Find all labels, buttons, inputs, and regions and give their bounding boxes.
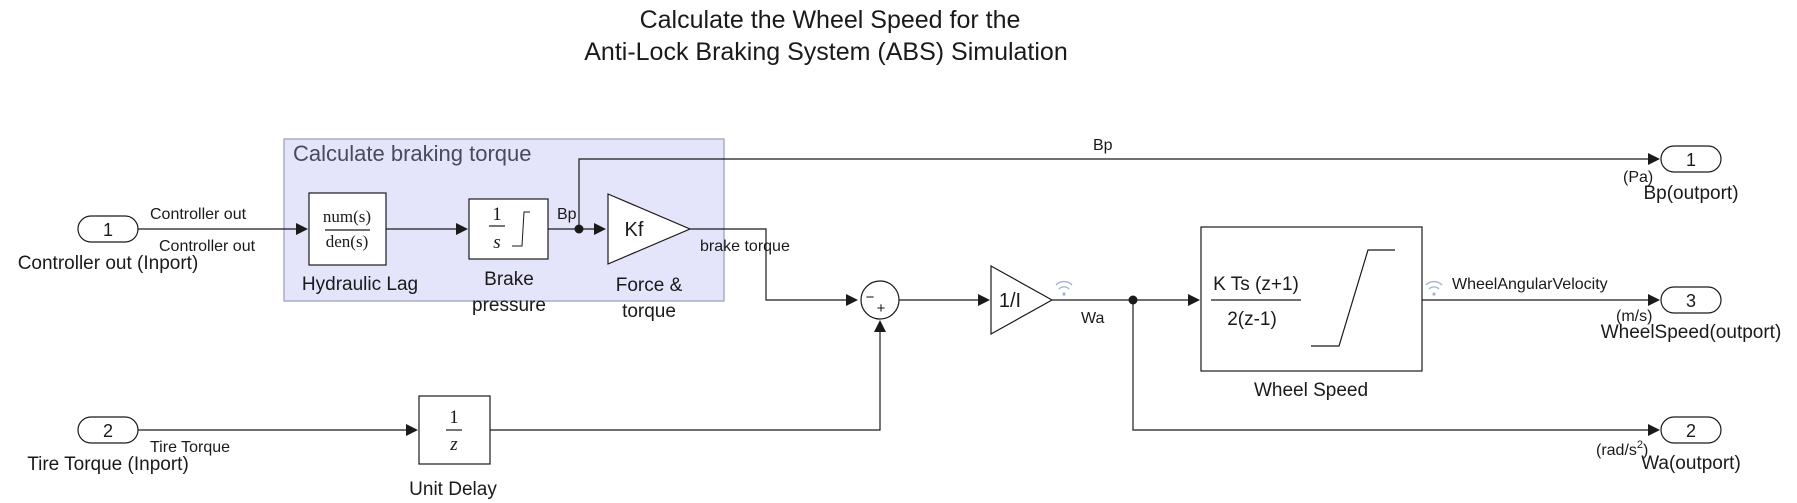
gain-inverse-inertia-block[interactable]: 1/I (990, 264, 1054, 336)
signal-label-tire-torque: Tire Torque (150, 439, 230, 456)
inport-2-label: Tire Torque (Inport) (27, 454, 189, 475)
signal-label-bp-short: Bp (557, 206, 577, 223)
signal-label-controller-out-top: Controller out (150, 206, 247, 223)
arrow-head (456, 223, 468, 235)
outport-bp-label: Bp(outport) (1643, 183, 1738, 204)
arrow-head (1188, 294, 1200, 306)
title-line-2: Anti-Lock Braking System (ABS) Simulatio… (584, 38, 1068, 66)
signal-label-brake-torque: brake torque (700, 238, 790, 255)
signal-label-bp: Bp (1093, 137, 1113, 154)
inport-2[interactable]: 2 (77, 416, 139, 444)
hydraulic-lag-label: Hydraulic Lag (302, 274, 418, 295)
integrator-label-2: pressure (472, 295, 546, 316)
wheel-speed-num: K Ts (z+1) (1213, 274, 1299, 295)
arrow-head (978, 294, 990, 306)
hydraulic-lag-den: den(s) (326, 232, 368, 251)
signal-label-wa: Wa (1081, 310, 1105, 327)
signal-label-wheel-angular-velocity: WheelAngularVelocity (1452, 276, 1608, 293)
wire-brake-torque[interactable] (690, 228, 848, 301)
gain-kf-block[interactable]: Kf (607, 193, 692, 265)
wire-bp[interactable] (578, 158, 1650, 229)
branch-point-icon (574, 224, 584, 234)
unit-delay-den: z (449, 434, 458, 455)
outport-bp[interactable]: 1 (1660, 145, 1722, 173)
outport-wa[interactable]: 2 (1660, 416, 1722, 444)
arrow-head (874, 320, 886, 332)
outport-bp-unit: (Pa) (1623, 169, 1653, 186)
gain-inverse-inertia-text: 1/I (999, 290, 1021, 312)
hydraulic-lag-num: num(s) (323, 207, 371, 226)
wheel-speed-label: Wheel Speed (1254, 380, 1368, 401)
signal-label-controller-out-bottom: Controller out (159, 238, 256, 255)
arrow-head (1648, 294, 1660, 306)
inport-1-label: Controller out (Inport) (18, 253, 199, 274)
integrator-num: 1 (492, 204, 502, 225)
wifi-signal-icon (1425, 280, 1443, 296)
gain-kf-label-2: torque (622, 301, 676, 322)
sum-block[interactable]: − + (860, 280, 900, 320)
arrow-head (1648, 153, 1660, 165)
title-line-1: Calculate the Wheel Speed for the (640, 6, 1021, 34)
inport-1-number: 1 (103, 220, 113, 240)
wire-delay-to-sum[interactable] (490, 330, 881, 431)
outport-wa-label: Wa(outport) (1641, 453, 1741, 474)
hydraulic-lag-block[interactable]: num(s) den(s) (308, 192, 387, 266)
wire-wa-out[interactable] (1132, 300, 1650, 431)
integrator-den: s (493, 232, 500, 253)
unit-delay-label: Unit Delay (409, 479, 497, 500)
saturation-curve-icon (512, 211, 530, 247)
wifi-signal-icon (1055, 280, 1073, 296)
inport-1[interactable]: 1 (77, 215, 139, 243)
outport-wheelspeed[interactable]: 3 (1660, 286, 1722, 314)
arrow-head (296, 223, 308, 235)
wheel-speed-block[interactable]: K Ts (z+1) 2(z-1) (1200, 226, 1423, 372)
outport-wheelspeed-label: WheelSpeed(outport) (1601, 322, 1782, 343)
outport-wheelspeed-number: 3 (1686, 291, 1696, 311)
inport-2-number: 2 (103, 421, 113, 441)
wheel-speed-den: 2(z-1) (1227, 309, 1277, 330)
outport-wheelspeed-unit: (m/s) (1616, 308, 1652, 325)
arrow-head (406, 424, 418, 436)
sum-plus-sign: + (877, 300, 886, 317)
outport-wa-number: 2 (1686, 421, 1696, 441)
brake-pressure-integrator[interactable]: 1 s (468, 198, 549, 260)
gain-kf-text: Kf (625, 219, 644, 241)
unit-delay-block[interactable]: 1 z (418, 395, 491, 465)
saturation-curve-icon (1311, 249, 1395, 347)
arrow-head (1648, 424, 1660, 436)
arrow-head (594, 223, 606, 235)
outport-bp-number: 1 (1686, 150, 1696, 170)
unit-delay-num: 1 (449, 407, 459, 428)
area-label: Calculate braking torque (293, 141, 531, 166)
integrator-label-1: Brake (484, 269, 534, 290)
arrow-head (846, 294, 858, 306)
outport-wa-unit: (rad/s2) (1596, 439, 1648, 459)
gain-kf-label-1: Force & (616, 275, 683, 296)
sum-minus-sign: − (866, 289, 875, 306)
